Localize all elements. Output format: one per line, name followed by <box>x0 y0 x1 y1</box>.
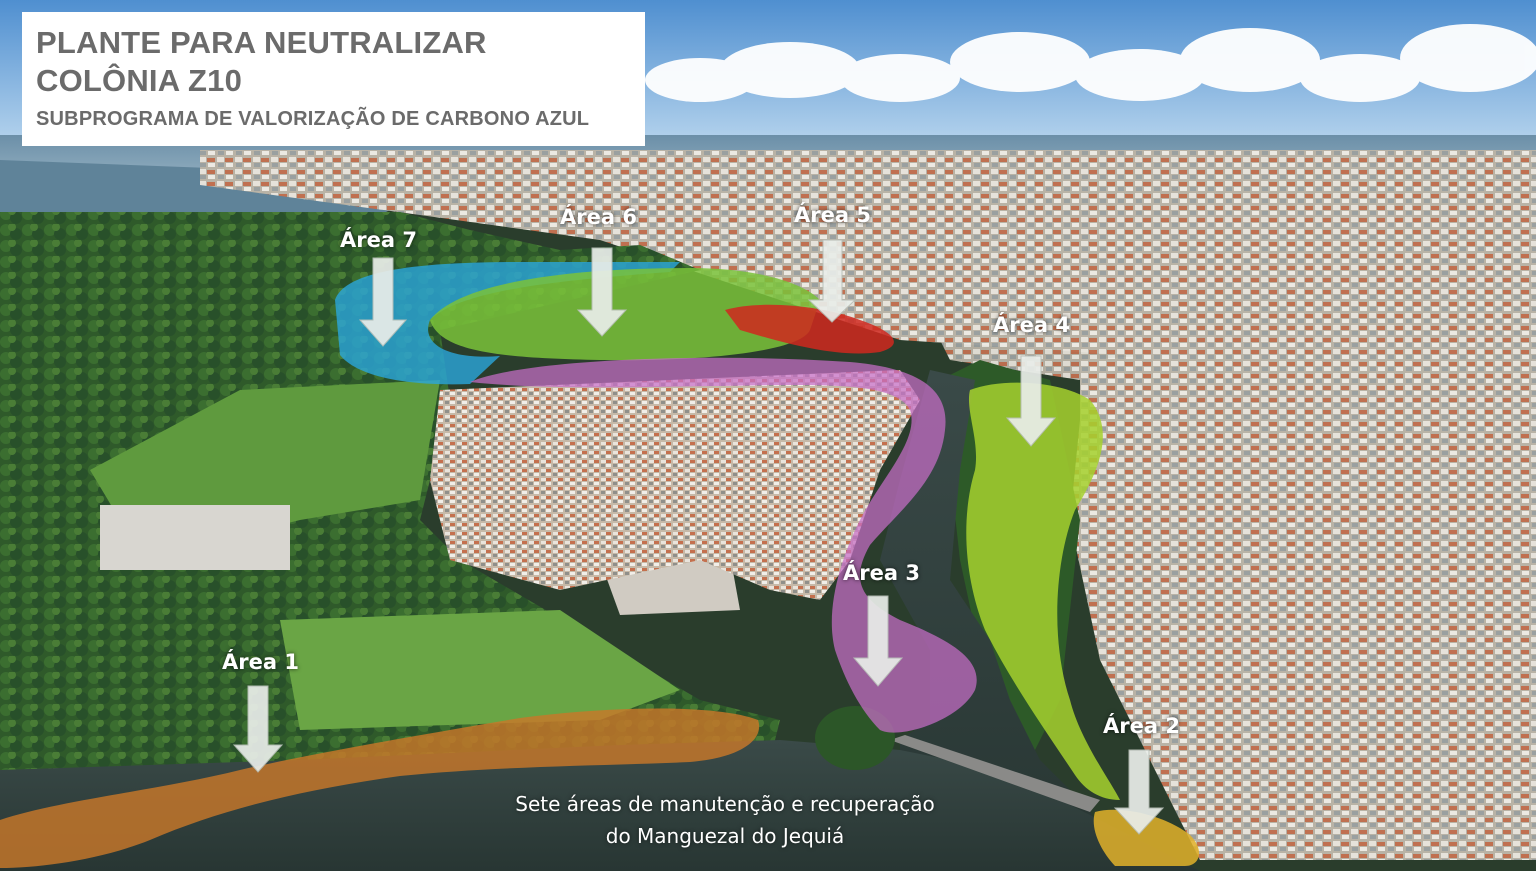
caption-line-1: Sete áreas de manutenção e recuperação <box>515 792 935 816</box>
arrow-area-7 <box>358 257 408 347</box>
title-line-2: COLÔNIA Z10 <box>36 63 243 98</box>
area-5-label: Área 5 <box>794 203 871 227</box>
area-7-label: Área 7 <box>340 228 417 252</box>
arrow-area-2 <box>1113 749 1165 835</box>
caption: Sete áreas de manutenção e recuperação d… <box>470 788 980 852</box>
area-4-label: Área 4 <box>993 313 1070 337</box>
arrow-area-5 <box>807 239 857 323</box>
arrow-area-4 <box>1005 355 1057 447</box>
area-1-label: Área 1 <box>222 650 299 674</box>
title-box: PLANTE PARA NEUTRALIZAR COLÔNIA Z10 SUBP… <box>22 12 645 146</box>
title-line-1: PLANTE PARA NEUTRALIZAR <box>36 25 487 60</box>
caption-line-2: do Manguezal do Jequiá <box>605 824 845 848</box>
arrow-area-3 <box>852 595 904 687</box>
area-6-label: Área 6 <box>560 205 637 229</box>
subtitle: SUBPROGRAMA DE VALORIZAÇÃO DE CARBONO AZ… <box>36 108 590 130</box>
arrow-area-1 <box>232 685 284 773</box>
area-3-label: Área 3 <box>843 561 920 585</box>
arrow-area-6 <box>576 247 628 337</box>
area-2-label: Área 2 <box>1103 714 1180 738</box>
